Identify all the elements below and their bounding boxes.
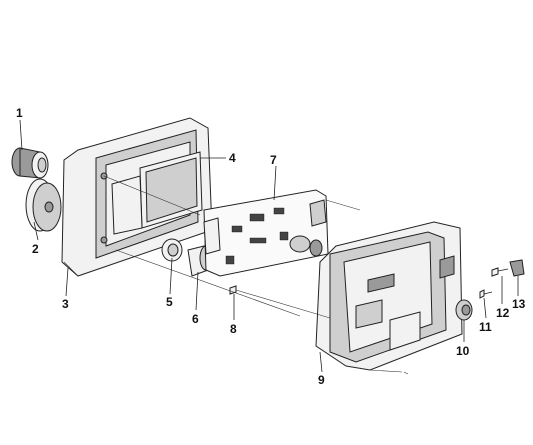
callout-8: 8 [230, 322, 237, 336]
part-2-dial [25, 178, 62, 232]
callout-5: 5 [166, 295, 173, 309]
callout-7: 7 [270, 153, 277, 167]
callout-6: 6 [192, 312, 199, 326]
part-1-knob [11, 147, 49, 179]
part-8-screw [229, 285, 237, 295]
assembly-guide-lines [103, 175, 409, 375]
callout-leaders [19, 119, 519, 373]
part-7-pcb [203, 189, 329, 277]
callout-3: 3 [62, 297, 69, 311]
callout-1: 1 [16, 106, 23, 120]
callout-2: 2 [32, 242, 39, 256]
part-10-gland [455, 299, 473, 321]
part-13-clip [509, 259, 525, 277]
part-11-screw [479, 289, 493, 299]
part-5-grommet [161, 238, 183, 262]
part-4-display-module [111, 151, 203, 235]
callout-12: 12 [496, 306, 510, 320]
callout-4: 4 [229, 151, 236, 165]
part-9-rear-housing [315, 221, 463, 371]
callout-labels: 1 2 3 4 5 6 7 8 9 10 11 12 13 [16, 106, 526, 387]
part-12-screw [491, 267, 509, 277]
callout-13: 13 [512, 297, 526, 311]
callout-10: 10 [456, 344, 470, 358]
callout-9: 9 [318, 373, 325, 387]
callout-11: 11 [479, 320, 492, 334]
